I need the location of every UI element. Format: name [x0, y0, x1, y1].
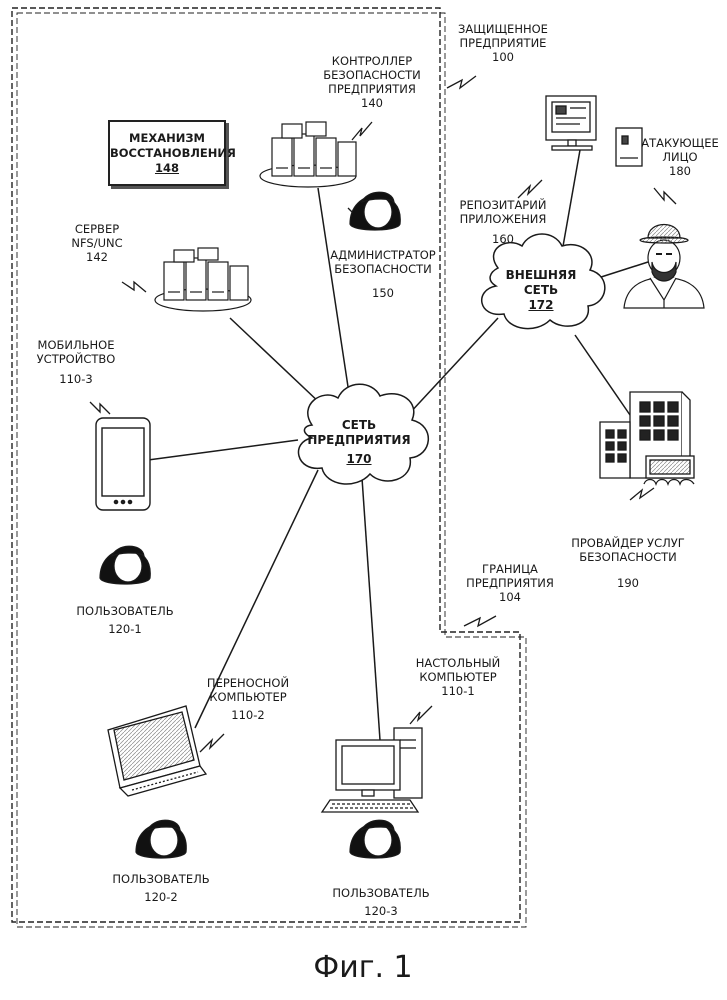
label-enterprise-network: СЕТЬ ПРЕДПРИЯТИЯ 170	[307, 418, 410, 467]
desktop-computer-icon	[322, 728, 422, 812]
label-user-1: ПОЛЬЗОВАТЕЛЬ 120-1	[76, 604, 173, 636]
leader-boundary	[464, 616, 496, 626]
leader-controller	[352, 122, 372, 140]
label-laptop: ПЕРЕНОСНОЙ КОМПЬЮТЕР 110-2	[207, 676, 289, 722]
person-admin-icon	[350, 192, 400, 230]
person-user-2-icon	[136, 820, 186, 858]
link-desktop-network	[362, 478, 380, 740]
leader-nfs	[122, 282, 146, 292]
application-repository-icon	[546, 96, 642, 166]
label-external-network: ВНЕШНЯЯ СЕТЬ 172	[506, 268, 577, 313]
link-mobile-network	[148, 440, 298, 460]
label-security-controller: КОНТРОЛЛЕР БЕЗОПАСНОСТИ ПРЕДПРИЯТИЯ 140	[323, 54, 420, 110]
security-controller-servers-icon	[260, 122, 356, 187]
leader-provider	[630, 488, 654, 500]
figure-caption: Фиг. 1	[313, 950, 412, 985]
leader-secure-enterprise	[447, 76, 476, 88]
link-network-external	[408, 318, 498, 415]
link-external-provider	[575, 335, 630, 415]
link-nfs-network	[230, 318, 322, 405]
person-user-3-icon	[350, 820, 400, 858]
leader-desktop	[410, 706, 432, 724]
link-external-attacker	[598, 262, 648, 278]
link-external-repository	[562, 150, 580, 252]
leader-laptop	[200, 734, 224, 752]
label-user-2: ПОЛЬЗОВАТЕЛЬ 120-2	[112, 872, 209, 904]
label-desktop: НАСТОЛЬНЫЙ КОМПЬЮТЕР 110-1	[416, 656, 501, 698]
label-app-repository: РЕПОЗИТАРИЙ ПРИЛОЖЕНИЯ 160	[460, 198, 547, 246]
nfs-server-icon	[155, 248, 251, 311]
leader-attacker	[654, 188, 676, 204]
leader-mobile	[90, 402, 110, 414]
label-security-admin: АДМИНИСТРАТОР БЕЗОПАСНОСТИ 150	[330, 248, 436, 300]
laptop-icon	[108, 706, 206, 796]
label-nfs-server: СЕРВЕР NFS/UNC 142	[71, 222, 122, 264]
enterprise-boundary-outline	[12, 8, 526, 927]
label-mobile-device: МОБИЛЬНОЕ УСТРОЙСТВО 110-3	[37, 338, 116, 386]
recovery-mechanism-box: МЕХАНИЗМ ВОССТАНОВЛЕНИЯ 148	[108, 120, 226, 186]
recovery-mechanism-line-2: ВОССТАНОВЛЕНИЯ	[110, 146, 224, 161]
label-secure-enterprise: ЗАЩИЩЕННОЕ ПРЕДПРИЯТИЕ 100	[458, 22, 548, 64]
label-enterprise-boundary: ГРАНИЦА ПРЕДПРИЯТИЯ 104	[466, 562, 554, 604]
label-security-provider: ПРОВАЙДЕР УСЛУГ БЕЗОПАСНОСТИ 190	[571, 536, 685, 590]
leader-repository	[518, 180, 542, 198]
person-user-1-icon	[100, 546, 150, 584]
label-attacker: АТАКУЮЩЕЕ ЛИЦО 180	[641, 136, 718, 178]
recovery-mechanism-line-1: МЕХАНИЗМ	[110, 131, 224, 146]
recovery-mechanism-ref: 148	[110, 161, 224, 176]
mobile-device-icon	[96, 418, 150, 510]
label-user-3: ПОЛЬЗОВАТЕЛЬ 120-3	[332, 886, 429, 918]
security-provider-building-icon	[600, 392, 694, 484]
